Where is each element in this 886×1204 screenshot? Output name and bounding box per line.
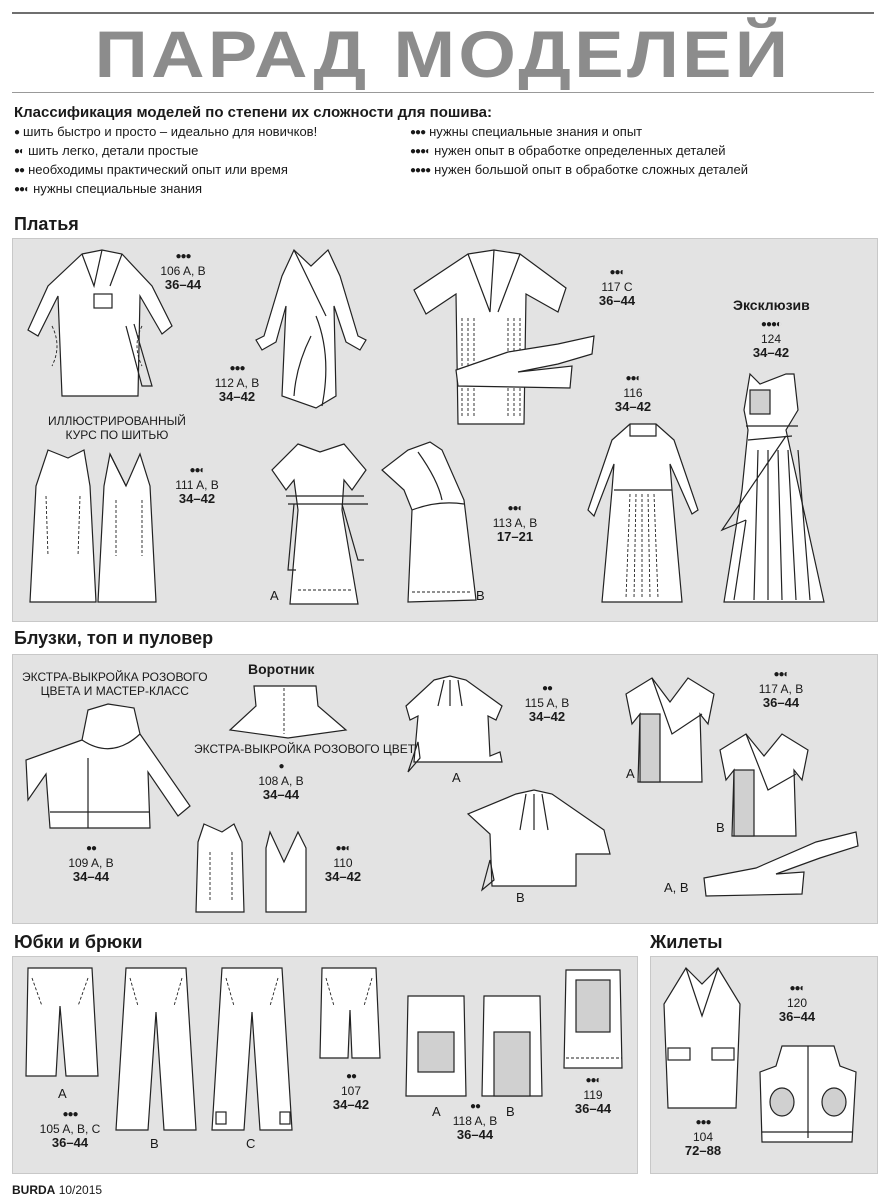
section-title-vests: Жилеты [650,932,723,952]
exclusive-label: Эксклюзив [733,297,810,313]
belt-117-illustration [703,831,859,897]
page-title: ПАРАД МОДЕЛЕЙ [94,17,792,91]
difficulty-level-row: ●◐шить легко, детали простые [14,142,317,161]
footer-issue: 10/2015 [58,1183,103,1197]
letter-105-c: C [246,1136,256,1151]
collar-label: Воротник [248,661,315,677]
vest-120-illustration [759,1045,857,1143]
shorts-107-illustration [319,967,381,1059]
difficulty-text: нужны специальные знания [33,181,203,196]
pants-105b-illustration [115,967,197,1131]
levels-left: ●шить быстро и просто – идеально для нов… [14,123,317,199]
title-rule [12,92,874,93]
blouse-115a-illustration [405,675,503,773]
section-title-skirts: Юбки и брюки [14,932,143,952]
difficulty-level-row: ●шить быстро и просто – идеально для нов… [14,123,317,142]
dress-111-illustration [29,449,157,603]
letter-105-a: A [58,1086,67,1101]
footer: BURDA 10/2015 [12,1183,102,1197]
difficulty-level-row: ●●необходимы практический опыт или время [14,161,317,180]
levels-right: ●●●нужны специальные знания и опыт●●●◐ну… [410,123,748,180]
difficulty-dots: ●●◐ [14,184,30,195]
difficulty-dots: ●● [14,165,25,176]
vest-104-illustration [663,967,741,1109]
illustrated-course-label: ИЛЛЮСТРИРОВАННЫЙ КУРС ПО ШИТЬЮ [48,414,186,442]
difficulty-text: нужны специальные знания и опыт [429,124,643,139]
top-rule [12,12,874,14]
blouse-117a-illustration [625,677,715,783]
pullover-109-illustration [25,703,191,829]
letter-118-a: A [432,1104,441,1119]
dress-113b-illustration [381,441,477,603]
dress-113a-illustration [271,443,368,605]
letter-113-b: B [476,588,485,603]
difficulty-level-row: ●●●нужны специальные знания и опыт [410,123,748,142]
letter-113-a: A [270,588,279,603]
letter-115-b: B [516,890,525,905]
difficulty-text: необходимы практический опыт или время [28,162,288,177]
pants-105a-illustration [25,967,99,1077]
dress-106-illustration [27,249,173,397]
extra-pink-label: ЭКСТРА-ВЫКРОЙКА РОЗОВОГО ЦВЕТА [194,742,423,756]
skirts-118-illustration [405,995,543,1097]
difficulty-text: шить быстро и просто – идеально для нови… [23,124,318,139]
letter-115-a: A [452,770,461,785]
difficulty-text: нужен опыт в обработке определенных дета… [434,143,726,158]
difficulty-dots: ● [14,127,20,138]
blouse-117b-illustration [719,733,809,837]
section-title-dresses: Платья [14,214,79,234]
letter-117-a: A [626,766,635,781]
extra-pink-master-label: ЭКСТРА-ВЫКРОЙКА РОЗОВОГО ЦВЕТА И МАСТЕР-… [22,670,208,698]
dress-112-illustration [255,248,367,409]
letter-118-b: B [506,1104,515,1119]
difficulty-dots: ●●● [410,127,426,138]
difficulty-dots: ●●●● [410,165,431,176]
difficulty-level-row: ●●●●нужен большой опыт в обработке сложн… [410,161,748,180]
letter-117-b: B [716,820,725,835]
difficulty-dots: ●◐ [14,146,25,157]
difficulty-text: шить легко, детали простые [28,143,199,158]
blouse-115b-illustration [466,789,611,892]
difficulty-text: нужен большой опыт в обработке сложных д… [434,162,748,177]
difficulty-level-row: ●●◐нужны специальные знания [14,180,317,199]
collar-108-illustration [228,685,348,739]
difficulty-dots: ●●●◐ [410,146,431,157]
difficulty-level-row: ●●●◐нужен опыт в обработке определенных … [410,142,748,161]
dress-116-illustration [587,423,699,603]
pants-105c-illustration [211,967,293,1131]
letter-105-b: B [150,1136,159,1151]
dress-117c-illustration [413,249,595,425]
footer-brand: BURDA [12,1183,56,1197]
classification-heading: Классификация моделей по степени их слож… [14,104,492,121]
section-title-blouses: Блузки, топ и пуловер [14,628,214,648]
top-110-illustration [195,823,307,913]
dress-124-illustration [720,372,825,603]
skirt-119-illustration [563,969,623,1069]
letter-117-ab: A, B [664,880,689,895]
